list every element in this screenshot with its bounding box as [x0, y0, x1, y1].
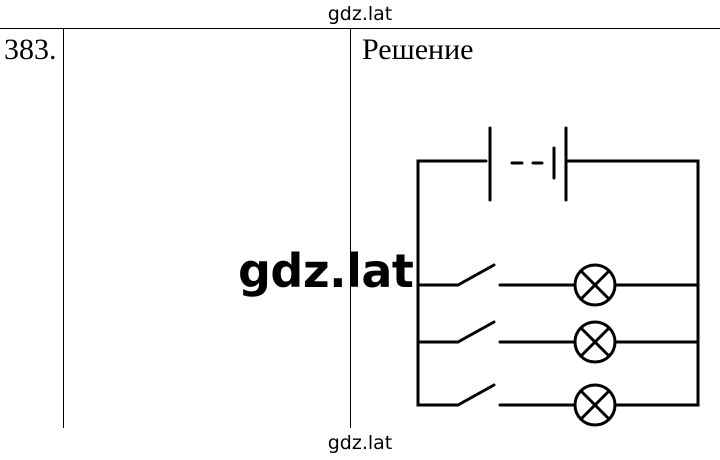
switch-1	[456, 263, 496, 287]
solution-heading: Решение	[362, 33, 474, 66]
branch-3	[456, 383, 617, 427]
wire-frame	[416, 159, 700, 407]
switch-3	[456, 383, 496, 407]
branch-1	[416, 263, 700, 307]
table-column-divider-right	[350, 28, 351, 428]
switch-2	[456, 320, 496, 344]
watermark-bottom: gdz.lat	[327, 432, 393, 454]
lamp-3	[573, 383, 617, 427]
table-horizontal-rule	[0, 28, 720, 29]
task-number: 383.	[4, 33, 57, 66]
watermark-top: gdz.lat	[327, 3, 393, 25]
battery-symbol	[488, 126, 568, 202]
table-column-divider-left	[63, 28, 64, 428]
watermark-center: gdz.lat	[238, 244, 414, 298]
branch-2	[416, 320, 700, 364]
